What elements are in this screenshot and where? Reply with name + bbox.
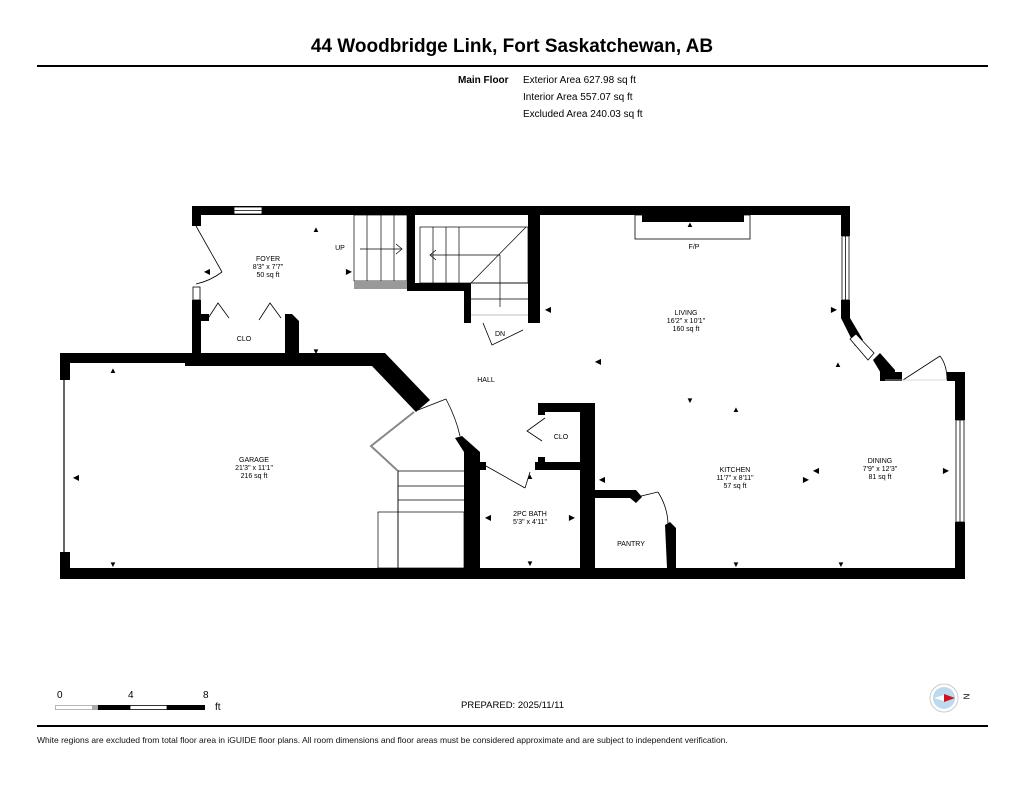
scale-unit: ft [215,702,221,713]
svg-text:▶: ▶ [803,475,810,484]
compass-north-label: N [961,693,971,700]
stairs [353,214,529,569]
room-garage-dims: 21'3" x 11'1" [235,465,273,472]
svg-text:▶: ▶ [346,267,353,276]
room-bath-dims: 5'3" x 4'11" [513,519,547,526]
room-hall-name: HALL [477,377,495,384]
scale-bar-graphic [55,705,205,710]
page-title: 44 Woodbridge Link, Fort Saskatchewan, A… [310,36,714,57]
excluded-area: Excluded Area 240.03 sq ft [523,109,643,120]
svg-text:◀: ◀ [599,475,606,484]
dimension-markers: ▲ ▼ ◀ ▲ ▼ ◀ ▶ ◀ ▲ ▶ ▼ ▲ ◀ ◀ ▶ ▼ ▲ ▶ ▼ ◀ … [73,220,950,569]
svg-text:◀: ◀ [595,357,602,366]
svg-text:◀: ◀ [485,513,492,522]
room-kitchen-dims: 11'7" x 8'11" [716,475,754,482]
room-foyer-name: FOYER [256,256,280,263]
prepared-date: PREPARED: 2025/11/11 [461,700,564,711]
room-garage-area: 216 sq ft [241,473,268,480]
room-kitchen-name: KITCHEN [720,467,751,474]
room-dining-dims: 7'9" x 12'3" [863,466,898,473]
svg-text:▲: ▲ [312,225,320,234]
walls [60,206,965,579]
svg-text:▼: ▼ [312,347,320,356]
compass-icon [929,683,959,713]
room-garage-name: GARAGE [239,457,269,464]
svg-text:▼: ▼ [526,559,534,568]
floor-name: Main Floor [458,75,509,86]
room-clo-hall: CLO [554,434,569,441]
room-labels: FOYER 8'3" x 7'7" 50 sq ft CLO UP DN F/P… [235,244,898,548]
interior-area: Interior Area 557.07 sq ft [523,92,633,103]
room-kitchen-area: 57 sq ft [724,483,747,490]
svg-text:▼: ▼ [732,560,740,569]
svg-text:▲: ▲ [732,405,740,414]
room-living-name: LIVING [675,310,698,317]
scale-tick-0: 0 [57,690,63,701]
stairs-down-label: DN [495,331,505,338]
room-foyer-dims: 8'3" x 7'7" [253,264,284,271]
room-clo-foyer: CLO [237,336,252,343]
svg-text:▼: ▼ [109,560,117,569]
room-living-dims: 16'2" x 10'1" [667,318,706,325]
svg-text:▶: ▶ [831,305,838,314]
room-dining-area: 81 sq ft [869,474,892,481]
room-pantry-name: PANTRY [617,541,645,548]
svg-text:◀: ◀ [204,267,211,276]
svg-text:▲: ▲ [686,220,694,229]
fireplace [634,214,751,240]
svg-text:▲: ▲ [526,472,534,481]
windows [63,206,965,552]
header-divider [37,65,988,67]
svg-text:◀: ◀ [813,466,820,475]
svg-text:▶: ▶ [943,466,950,475]
exterior-area: Exterior Area 627.98 sq ft [523,75,636,86]
svg-text:▼: ▼ [686,396,694,405]
room-living-area: 160 sq ft [673,326,700,333]
room-foyer-area: 50 sq ft [257,272,280,279]
svg-text:▶: ▶ [569,513,576,522]
svg-text:◀: ◀ [545,305,552,314]
scale-tick-4: 4 [128,690,134,701]
footer-divider [37,725,988,727]
scale-tick-8: 8 [203,690,209,701]
fireplace-label: F/P [689,244,700,251]
doors [195,225,948,526]
svg-text:▲: ▲ [109,366,117,375]
room-bath-name: 2PC BATH [513,511,547,518]
svg-text:▲: ▲ [834,360,842,369]
room-dining-name: DINING [868,458,893,465]
svg-text:▼: ▼ [837,560,845,569]
disclaimer: White regions are excluded from total fl… [37,735,728,745]
stairs-up-label: UP [335,245,345,252]
svg-text:◀: ◀ [73,473,80,482]
